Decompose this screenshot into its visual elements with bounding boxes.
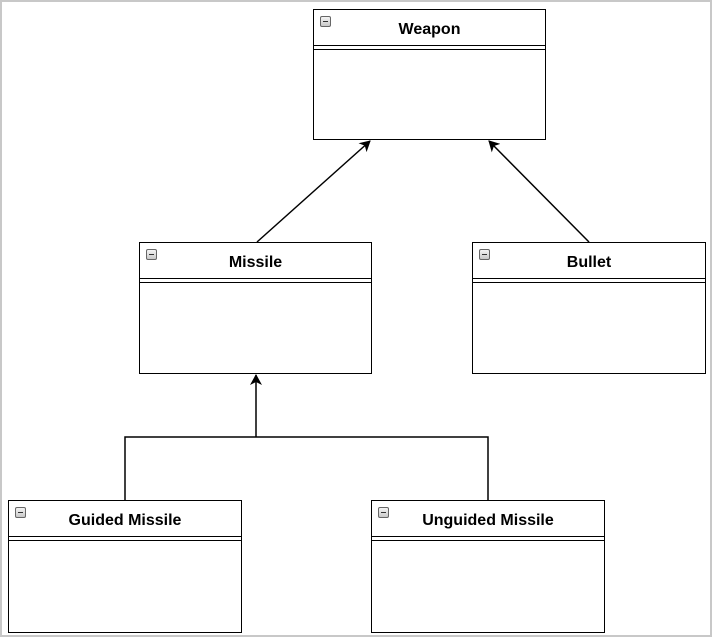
edge-missile-to-weapon	[256, 140, 371, 243]
class-bullet[interactable]: Bullet	[472, 242, 706, 374]
attributes-compartment	[9, 537, 241, 541]
class-missile[interactable]: Missile	[139, 242, 372, 374]
collapse-icon[interactable]	[146, 249, 157, 260]
class-header: Bullet	[473, 243, 705, 279]
attributes-compartment	[140, 279, 371, 283]
attributes-compartment	[473, 279, 705, 283]
class-name: Weapon	[398, 21, 461, 38]
class-guided-missile[interactable]: Guided Missile	[8, 500, 242, 633]
class-name: Missile	[228, 254, 283, 271]
class-header: Missile	[140, 243, 371, 279]
collapse-icon[interactable]	[378, 507, 389, 518]
class-name: Unguided Missile	[422, 512, 554, 529]
edge-guided-to-missile	[124, 436, 256, 500]
collapse-icon[interactable]	[320, 16, 331, 27]
class-header: Unguided Missile	[372, 501, 604, 537]
class-header: Weapon	[314, 10, 545, 46]
class-weapon[interactable]: Weapon	[313, 9, 546, 140]
attributes-compartment	[314, 46, 545, 50]
class-header: Guided Missile	[9, 501, 241, 537]
collapse-icon[interactable]	[15, 507, 26, 518]
edge-bullet-to-weapon	[488, 140, 590, 243]
collapse-icon[interactable]	[479, 249, 490, 260]
class-unguided-missile[interactable]: Unguided Missile	[371, 500, 605, 633]
attributes-compartment	[372, 537, 604, 541]
class-name: Bullet	[566, 254, 612, 271]
class-name: Guided Missile	[68, 512, 182, 529]
edge-unguided-to-missile	[256, 436, 489, 500]
